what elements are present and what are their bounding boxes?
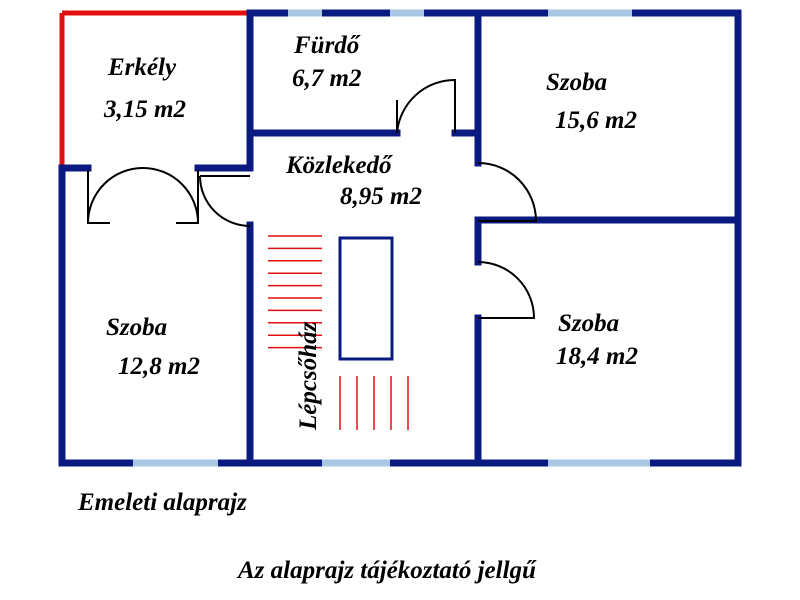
balcony-railing xyxy=(59,10,250,168)
room-area-kozlekedo: 8,95 m2 xyxy=(340,183,422,210)
room-name-szoba-ne: Szoba xyxy=(546,69,607,96)
room-name-furdo: Fürdő xyxy=(293,32,361,59)
room-name-szoba-w: Szoba xyxy=(106,314,167,341)
room-area-szoba-w: 12,8 m2 xyxy=(118,353,200,380)
room-area-erkely: 3,15 m2 xyxy=(103,96,186,123)
room-area-szoba-ne: 15,6 m2 xyxy=(555,107,637,134)
disclaimer-caption: Az alaprajz tájékoztató jellgű xyxy=(236,557,537,584)
room-name-kozlekedo: Közlekedő xyxy=(285,152,393,179)
room-name-lepcsohaz: Lépcsőház xyxy=(295,321,322,431)
plan-title: Emeleti alaprajz xyxy=(77,489,247,516)
room-area-furdo: 6,7 m2 xyxy=(292,65,361,92)
room-area-szoba-se: 18,4 m2 xyxy=(556,343,638,370)
stair-well xyxy=(338,236,394,361)
doors xyxy=(87,78,538,319)
staircase xyxy=(268,235,409,430)
room-name-erkely: Erkély xyxy=(107,54,177,81)
room-name-szoba-se: Szoba xyxy=(558,310,619,337)
windows xyxy=(133,9,650,467)
